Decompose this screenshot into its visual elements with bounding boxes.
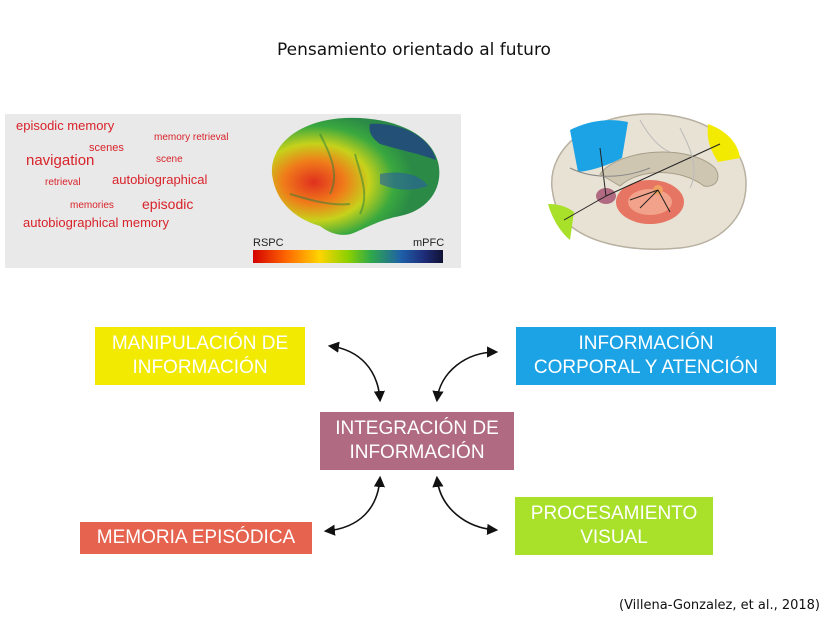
word-scene: scene <box>156 154 183 165</box>
word-memories: memories <box>70 200 114 211</box>
word-episodic: episodic <box>142 196 194 212</box>
colorbar-right-label: mPFC <box>413 237 445 249</box>
word-scenes: scenes <box>89 142 124 154</box>
page-title: Pensamiento orientado al futuro <box>277 40 551 60</box>
brain-heatmap-image <box>271 117 440 235</box>
box-integracion-informacion: INTEGRACIÓN DE INFORMACIÓN <box>320 412 514 470</box>
word-autobiographical: autobiographical <box>112 172 208 187</box>
citation: (Villena-Gonzalez, et al., 2018) <box>619 598 820 613</box>
box-memoria-episodica: MEMORIA EPISÓDICA <box>80 522 312 554</box>
colorbar-left-label: RSPC <box>253 237 284 249</box>
word-autobiographical-memory: autobiographical memory <box>23 215 169 230</box>
word-retrieval: retrieval <box>45 177 81 188</box>
arrow-manipulation-integration <box>327 341 385 403</box>
arrow-corporal-integration <box>432 346 499 403</box>
colorbar <box>253 250 443 263</box>
box-manipulacion-informacion: MANIPULACIÓN DE INFORMACIÓN <box>95 327 305 385</box>
box-informacion-corporal-atencion: INFORMACIÓN CORPORAL Y ATENCIÓN <box>516 327 776 385</box>
word-cloud-brain-panel: episodic memory memory retrieval scenes … <box>5 114 461 268</box>
arrow-visual-integration <box>432 475 499 535</box>
word-navigation: navigation <box>26 152 95 169</box>
word-memory-retrieval: memory retrieval <box>154 132 229 143</box>
brain-sagittal-diagram <box>548 113 747 250</box>
box-procesamiento-visual: PROCESAMIENTO VISUAL <box>515 497 713 555</box>
word-episodic-memory: episodic memory <box>16 118 115 133</box>
arrow-episodic-integration <box>323 475 385 536</box>
